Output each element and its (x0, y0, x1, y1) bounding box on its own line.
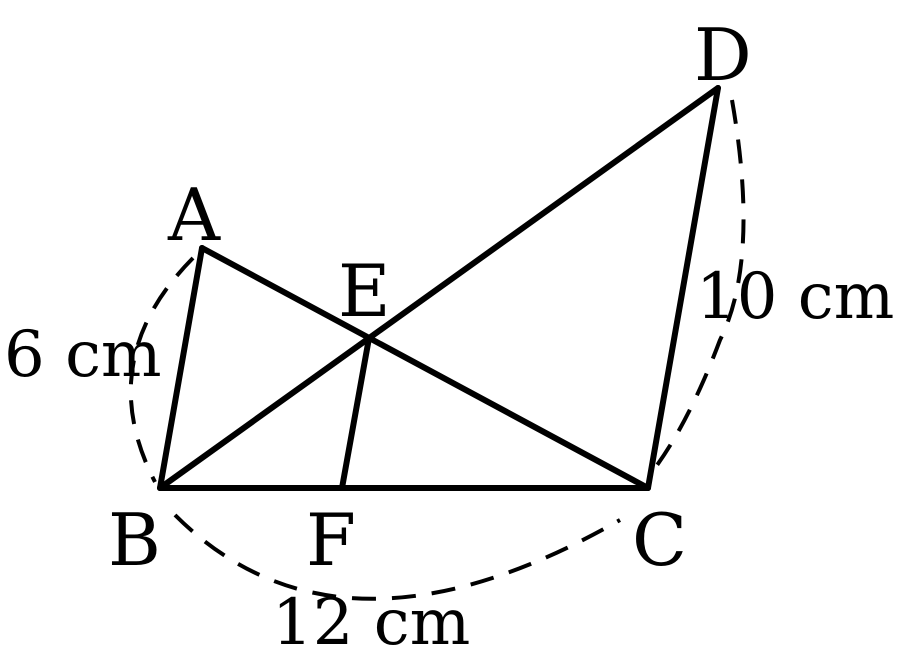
segment-ab (157, 245, 205, 491)
label-length-bc: 12 cm (272, 586, 470, 660)
segment-ac (199, 245, 651, 491)
label-point-a: A (167, 173, 221, 257)
label-point-b: B (108, 498, 161, 582)
segment-cd (645, 85, 721, 491)
segment-bd (157, 85, 721, 491)
arc-ab (128, 256, 195, 483)
label-point-c: C (632, 498, 687, 582)
label-length-cd: 10 cm (696, 260, 894, 334)
segment-ef (339, 335, 372, 491)
arc-cd (653, 99, 746, 470)
label-point-f: F (306, 498, 356, 582)
arc-bc (173, 513, 621, 601)
label-length-ab: 6 cm (4, 318, 162, 392)
label-point-e: E (338, 249, 391, 333)
label-point-d: D (694, 13, 752, 97)
